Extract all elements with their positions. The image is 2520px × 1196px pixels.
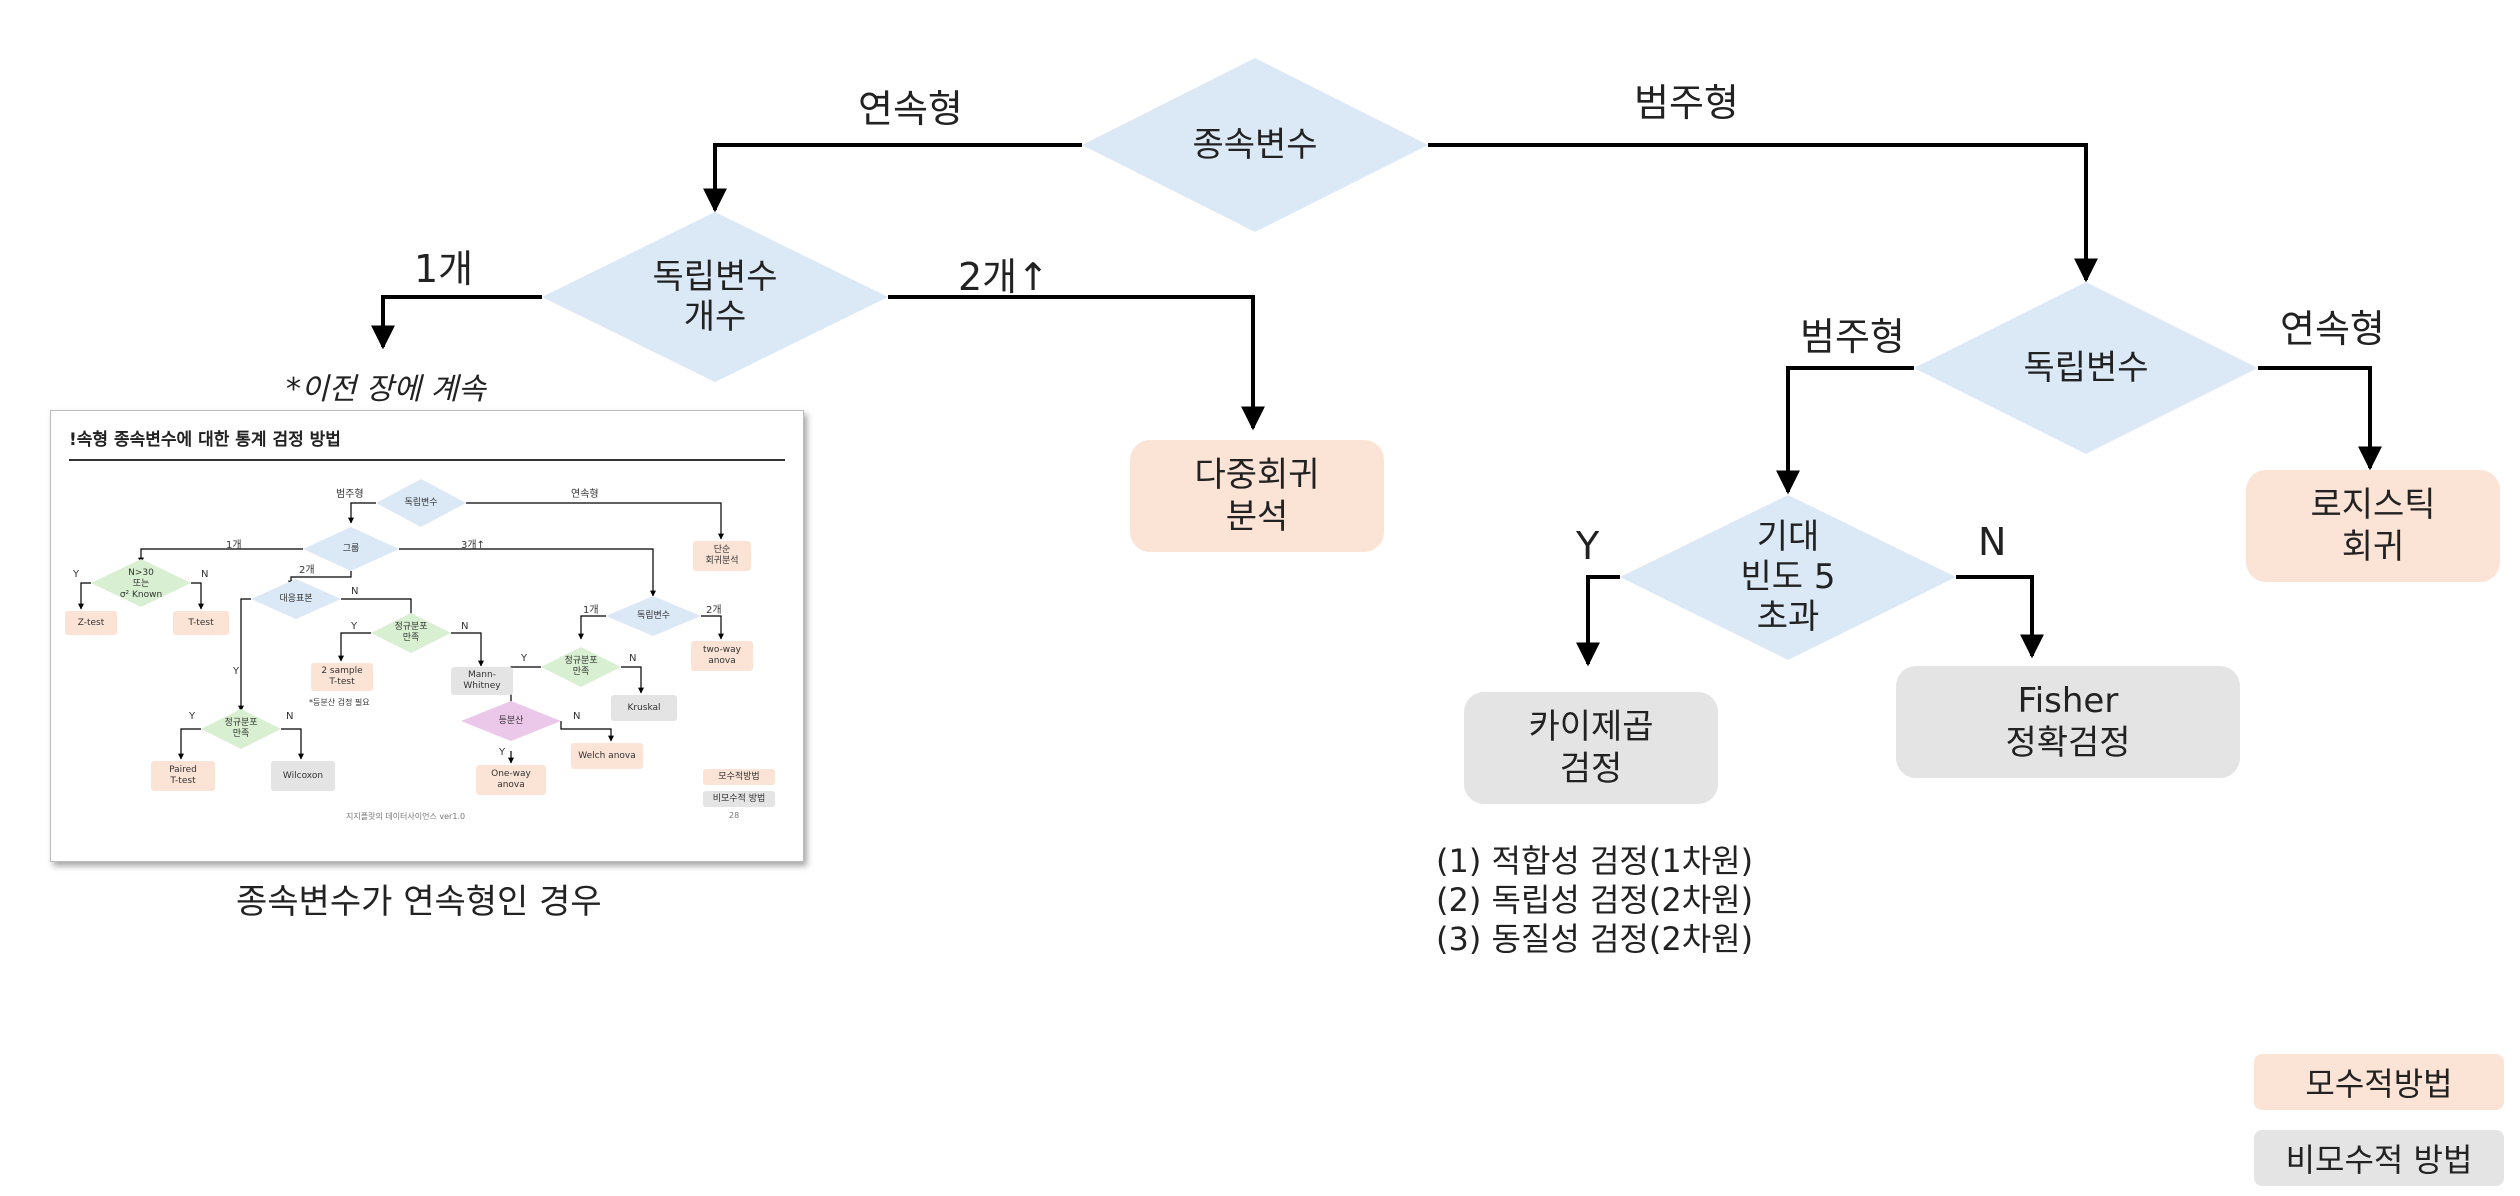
legend-nonparametric: 비모수적 방법: [2254, 1130, 2504, 1186]
thumbnail-caption: 종속변수가 연속형인 경우: [236, 882, 602, 922]
thumb-node-normality-3: 정규분포 만족: [224, 718, 258, 739]
diamond-dependent-variable: [1082, 58, 1428, 232]
edge-label-one: 1개: [414, 247, 474, 291]
thumb-node-normality-1: 정규분포 만족: [394, 622, 428, 643]
thumb-flow-canvas: [78, 479, 724, 764]
result-fisher: Fisher 정확검정: [1896, 666, 2240, 778]
thumb-result-mann-whitney: Mann- Whitney: [451, 667, 513, 695]
diamond-expected-frequency: [1620, 495, 1956, 660]
previous-slide-thumbnail: !속형 종속변수에 대한 통계 검정 방법: [50, 410, 804, 862]
thumb-legend-param: 모수적방법: [703, 769, 775, 785]
edge-dependent-to-independent-count: [703, 143, 1082, 213]
thumb-node-n30: N>30 또는 σ² Known: [119, 567, 163, 600]
thumb-equal-var-note: *등분산 검정 필요: [309, 698, 370, 707]
thumb-title: !속형 종속변수에 대한 통계 검정 방법: [69, 430, 341, 450]
diamond-independent-variable: [1914, 282, 2258, 454]
thumb-label-y3: Y: [521, 653, 528, 664]
thumb-title-rule: [69, 459, 785, 461]
node-independent-variable: 독립변수: [2023, 348, 2149, 388]
diamond-independent-count: [542, 212, 888, 382]
edge-label-yes: Y: [1576, 524, 1600, 568]
thumb-node-group: 그룹: [342, 543, 360, 554]
thumb-label-categorical: 범주형: [336, 489, 364, 500]
thumb-label-y1: Y: [73, 569, 80, 580]
thumb-result-t-test: T-test: [173, 611, 229, 635]
edge-indep-categorical: [1776, 366, 1914, 495]
thumb-label-n4: N: [629, 653, 637, 664]
result-multiple-regression: 다중회귀 분석: [1130, 440, 1384, 552]
thumb-label-continuous: 연속형: [571, 489, 599, 500]
thumb-node-equal-variance: 등분산: [498, 715, 524, 726]
node-independent-count: 독립변수 개수: [652, 257, 778, 337]
edge-label-categorical-right: 범주형: [1800, 315, 1905, 359]
thumb-result-z-test: Z-test: [65, 611, 117, 635]
thumb-result-one-way-anova: One-way anova: [476, 765, 546, 795]
edge-label-no: N: [1978, 520, 2007, 564]
thumb-result-wilcoxon: Wilcoxon: [271, 761, 335, 791]
edge-expected-yes: [1576, 575, 1620, 667]
thumb-legend-nonparam: 비모수적 방법: [703, 791, 775, 807]
thumb-label-n3: N: [461, 621, 469, 632]
legend-parametric: 모수적방법: [2254, 1054, 2504, 1110]
chi-square-note-3: (3) 동질성 검정(2차원): [1436, 920, 1754, 958]
edge-label-continuous-left: 연속형: [858, 87, 963, 131]
thumb-label-y6: Y: [233, 666, 240, 677]
thumb-label-n1: N: [201, 569, 209, 580]
edge-count-one: [371, 295, 542, 350]
thumb-label-y4: Y: [499, 747, 506, 758]
thumb-result-simple-regression: 단순 회귀분석: [693, 541, 751, 571]
thumb-result-two-way-anova: two-way anova: [691, 641, 753, 671]
thumb-result-kruskal: Kruskal: [611, 695, 677, 721]
edge-indep-continuous: [2258, 366, 2382, 471]
thumb-label-one-2: 1개: [583, 605, 599, 616]
chi-square-note-2: (2) 독립성 검정(2차원): [1436, 881, 1754, 919]
thumb-result-2-sample-t: 2 sample T-test: [311, 663, 373, 691]
thumb-label-n5: N: [573, 711, 581, 722]
thumb-node-independent: 독립변수: [404, 497, 438, 508]
edge-label-two-or-more: 2개↑: [958, 255, 1049, 299]
thumb-result-welch-anova: Welch anova: [571, 743, 643, 769]
edge-dependent-to-independent-variable: [1428, 143, 2098, 283]
result-logistic-regression: 로지스틱 회귀: [2246, 470, 2500, 582]
thumb-label-one: 1개: [226, 540, 242, 551]
node-expected-frequency: 기대 빈도 5 초과: [1740, 517, 1836, 637]
thumb-node-normality-2: 정규분포 만족: [564, 656, 598, 677]
thumb-node-independent-2: 독립변수: [636, 610, 671, 621]
thumb-label-two-2: 2개: [706, 605, 722, 616]
chi-square-notes: (1) 적합성 검정(1차원) (2) 독립성 검정(2차원) (3) 동질성 …: [1436, 842, 1753, 959]
thumb-label-y5: Y: [189, 711, 196, 722]
chi-square-note-1: (1) 적합성 검정(1차원): [1436, 842, 1754, 880]
thumb-label-n6: N: [286, 711, 294, 722]
thumb-label-n2: N: [351, 586, 359, 597]
thumb-label-two: 2개: [299, 565, 315, 576]
edge-expected-no: [1956, 575, 2044, 659]
edge-label-categorical-top: 범주형: [1634, 81, 1739, 125]
thumb-page: 28: [729, 811, 740, 820]
thumb-label-y2: Y: [351, 621, 358, 632]
edge-count-two-plus: [888, 295, 1265, 431]
result-chi-square: 카이제곱 검정: [1464, 692, 1718, 804]
continued-note: *이전 장에 계속: [286, 372, 486, 407]
edge-label-continuous-right: 연속형: [2280, 307, 2385, 351]
node-dependent-variable: 종속변수: [1192, 125, 1318, 165]
thumb-node-paired: 대응표본: [279, 593, 313, 604]
thumb-label-three-plus: 3개↑: [461, 540, 485, 551]
thumb-footer: 지지플랏의 데이터사이언스 ver1.0: [346, 812, 466, 821]
thumb-result-paired-t: Paired T-test: [151, 761, 215, 791]
